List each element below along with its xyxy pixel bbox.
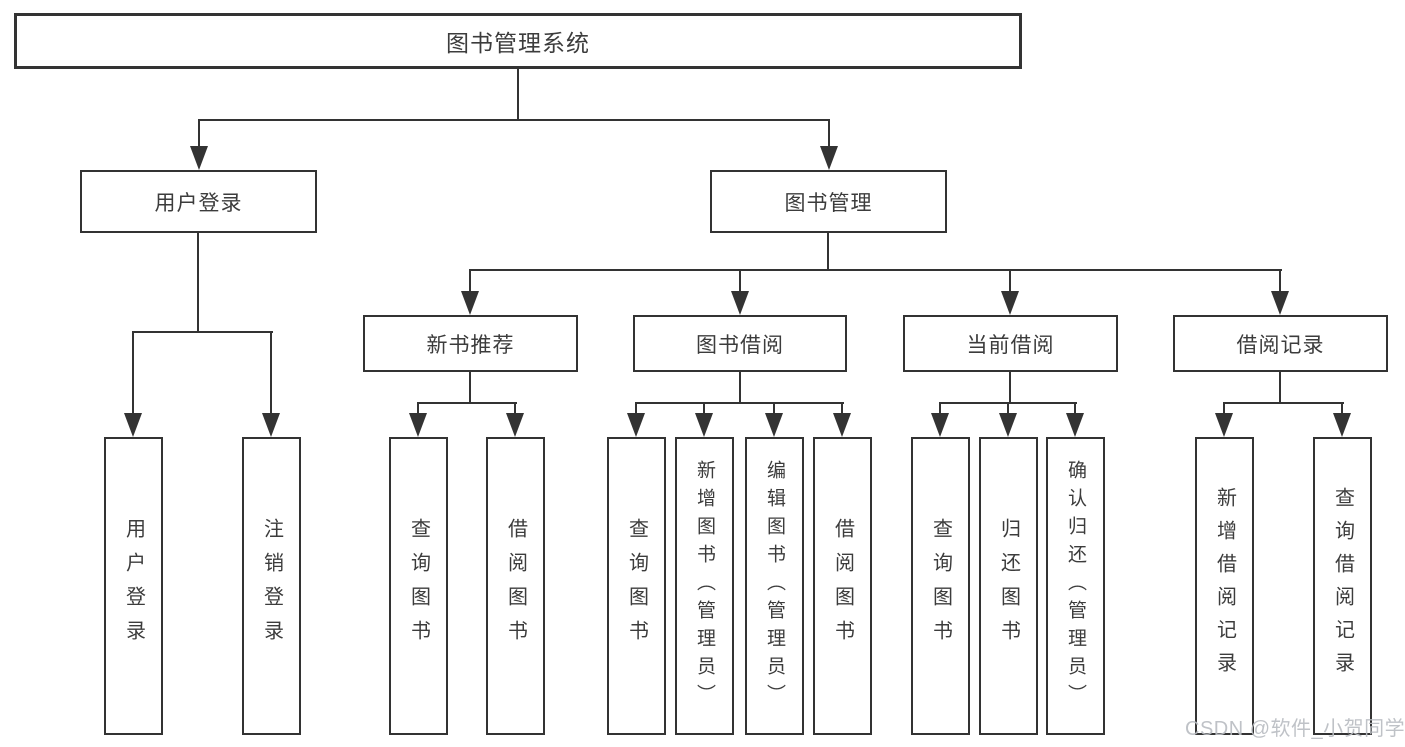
arrowhead-down xyxy=(820,146,838,170)
arrowhead-down xyxy=(262,413,280,437)
node-label: 新增图书（管理员） xyxy=(694,460,715,712)
connector-line xyxy=(517,69,519,120)
leaf-query-books-recommend: 查询图书 xyxy=(389,437,448,735)
arrowhead-down xyxy=(190,146,208,170)
connector-line xyxy=(132,331,134,415)
arrowhead-down xyxy=(409,413,427,437)
arrowhead-down xyxy=(931,413,949,437)
connector-line xyxy=(841,402,843,415)
node-new-book-recommend: 新书推荐 xyxy=(363,315,578,372)
node-book-borrow: 图书借阅 xyxy=(633,315,847,372)
connector-line xyxy=(1223,402,1344,404)
node-label: 图书管理系统 xyxy=(446,30,590,56)
arrowhead-down xyxy=(461,291,479,315)
leaf-query-books-borrow: 查询图书 xyxy=(607,437,666,735)
connector-line xyxy=(739,372,741,403)
connector-line xyxy=(198,119,200,148)
connector-line xyxy=(1279,269,1281,293)
arrowhead-down xyxy=(1333,413,1351,437)
node-borrow-records: 借阅记录 xyxy=(1173,315,1388,372)
connector-line xyxy=(469,372,471,403)
node-label: 借阅图书 xyxy=(831,518,854,654)
connector-line xyxy=(198,119,830,121)
connector-line xyxy=(739,269,741,293)
node-label: 借阅图书 xyxy=(504,518,527,654)
node-label: 查询借阅记录 xyxy=(1331,487,1354,685)
node-library-system: 图书管理系统 xyxy=(14,13,1022,69)
leaf-edit-book-admin: 编辑图书（管理员） xyxy=(745,437,804,735)
node-label: 新书推荐 xyxy=(426,333,515,357)
leaf-return-book: 归还图书 xyxy=(979,437,1038,735)
arrowhead-down xyxy=(695,413,713,437)
connector-line xyxy=(1341,402,1343,415)
connector-line xyxy=(417,402,517,404)
connector-line xyxy=(514,402,516,415)
node-user-login: 用户登录 xyxy=(80,170,317,233)
arrowhead-down xyxy=(124,413,142,437)
node-label: 用户登录 xyxy=(154,191,243,215)
leaf-add-book-admin: 新增图书（管理员） xyxy=(675,437,734,735)
node-label: 确认归还（管理员） xyxy=(1065,460,1086,712)
connector-line xyxy=(1009,372,1011,403)
connector-line xyxy=(132,331,273,333)
connector-line xyxy=(417,402,419,415)
arrowhead-down xyxy=(765,413,783,437)
connector-line xyxy=(939,402,1077,404)
arrowhead-down xyxy=(1001,291,1019,315)
leaf-confirm-return-admin: 确认归还（管理员） xyxy=(1046,437,1105,735)
connector-line xyxy=(635,402,637,415)
arrowhead-down xyxy=(506,413,524,437)
leaf-borrow-books-borrow: 借阅图书 xyxy=(813,437,872,735)
arrowhead-down xyxy=(1066,413,1084,437)
node-label: 查询图书 xyxy=(407,518,430,654)
connector-line xyxy=(197,233,199,332)
connector-line xyxy=(1007,402,1009,415)
connector-line xyxy=(1279,372,1281,403)
connector-line xyxy=(1223,402,1225,415)
node-label: 借阅记录 xyxy=(1236,333,1325,357)
connector-line xyxy=(635,402,844,404)
arrowhead-down xyxy=(833,413,851,437)
leaf-borrow-books-recommend: 借阅图书 xyxy=(486,437,545,735)
leaf-user-login: 用户登录 xyxy=(104,437,163,735)
node-label: 查询图书 xyxy=(929,518,952,654)
node-label: 编辑图书（管理员） xyxy=(764,460,785,712)
node-label: 注销登录 xyxy=(260,518,283,654)
node-current-borrow: 当前借阅 xyxy=(903,315,1118,372)
node-book-management: 图书管理 xyxy=(710,170,947,233)
connector-line xyxy=(939,402,941,415)
arrowhead-down xyxy=(627,413,645,437)
node-label: 用户登录 xyxy=(122,518,145,654)
node-label: 图书借阅 xyxy=(696,333,784,357)
connector-line xyxy=(1074,402,1076,415)
watermark: CSDN @软件_小贺同学 xyxy=(1185,718,1405,740)
leaf-logout: 注销登录 xyxy=(242,437,301,735)
connector-line xyxy=(703,402,705,415)
leaf-query-borrow-record: 查询借阅记录 xyxy=(1313,437,1372,735)
connector-line xyxy=(828,119,830,148)
node-label: 新增借阅记录 xyxy=(1213,487,1236,685)
arrowhead-down xyxy=(1271,291,1289,315)
node-label: 图书管理 xyxy=(784,191,873,215)
node-label: 当前借阅 xyxy=(966,333,1055,357)
connector-line xyxy=(827,233,829,271)
arrowhead-down xyxy=(999,413,1017,437)
connector-line xyxy=(469,269,471,293)
arrowhead-down xyxy=(731,291,749,315)
leaf-add-borrow-record: 新增借阅记录 xyxy=(1195,437,1254,735)
connector-line xyxy=(773,402,775,415)
node-label: 查询图书 xyxy=(625,518,648,654)
node-label: 归还图书 xyxy=(997,518,1020,654)
connector-line xyxy=(270,331,272,415)
leaf-query-books-current: 查询图书 xyxy=(911,437,970,735)
arrowhead-down xyxy=(1215,413,1233,437)
connector-line xyxy=(469,269,1282,271)
connector-line xyxy=(1009,269,1011,293)
